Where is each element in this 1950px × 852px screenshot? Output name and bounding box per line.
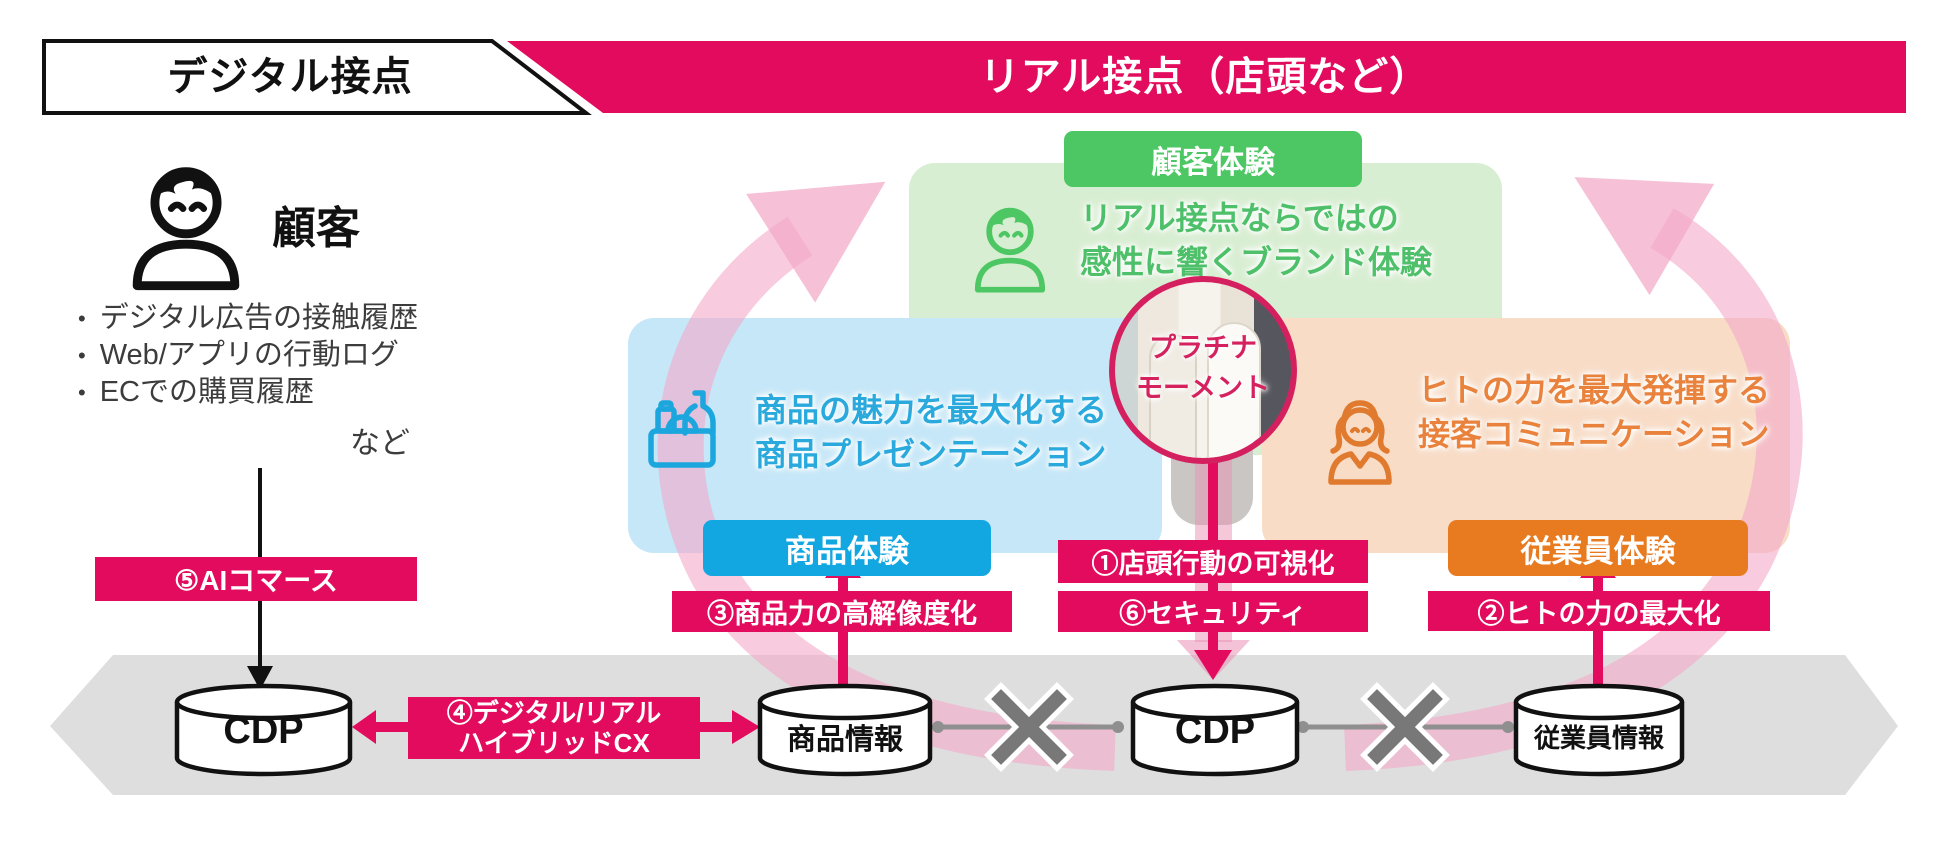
list-item: • ECでの購買履歴 — [78, 374, 498, 411]
digital-touchpoint-title: デジタル接点 — [167, 55, 413, 99]
blocked-link-left — [932, 682, 1124, 772]
product-info-cylinder — [757, 683, 933, 777]
product-experience-label: 商品体験 — [703, 520, 991, 576]
measure-3-product-resolution: ③商品力の高解像度化 — [672, 591, 1012, 632]
employee-experience-panel — [1262, 318, 1790, 553]
real-header-ribbon — [507, 41, 1906, 113]
employee-info-label: 従業員情報 — [1533, 723, 1664, 753]
cycle-arrow-left — [657, 181, 1116, 771]
measure-5-ai-commerce: ⑤AIコマース — [95, 557, 417, 601]
customer-experience-desc: リアル接点ならではの 感性に響くブランド体験 — [1080, 200, 1433, 280]
customer-experience-label: 顧客体験 — [1064, 131, 1362, 187]
cross-icon — [984, 682, 1074, 772]
etc-label: など — [350, 427, 410, 460]
platinum-moment-photo: プラチナ モーメント — [1109, 276, 1297, 464]
list-item: • デジタル広告の接触履歴 — [78, 300, 498, 337]
products-icon — [648, 390, 716, 468]
cdp-center-label: CDP — [1174, 710, 1256, 752]
cross-icon — [1360, 682, 1450, 772]
photo-figure — [1149, 334, 1197, 458]
product-info-label: 商品情報 — [786, 724, 903, 756]
employee-experience-desc: ヒトの力を最大発揮する 接客コミュニケーション — [1418, 372, 1771, 452]
real-touchpoint-title: リアル接点（店頭など） — [979, 55, 1431, 99]
list-item: • Web/アプリの行動ログ — [78, 337, 498, 374]
measure-6-security: ⑥セキュリティ — [1058, 591, 1368, 632]
bullet-icon: • — [78, 380, 86, 405]
digital-header-ribbon — [42, 39, 592, 115]
photo-figure — [1207, 322, 1261, 458]
cdp-left-cylinder — [174, 683, 353, 777]
customer-person-icon — [974, 207, 1046, 293]
measure-1-store-behavior: ①店頭行動の可視化 — [1058, 540, 1368, 583]
cdp-center-cylinder — [1130, 683, 1300, 777]
customer-title: 顧客 — [272, 204, 360, 253]
bullet-icon: • — [78, 343, 86, 368]
cdp-left-label: CDP — [223, 710, 304, 752]
hybrid-cx-arrows — [352, 710, 760, 744]
measure-2-people-power: ②ヒトの力の最大化 — [1428, 591, 1770, 631]
blocked-link-right — [1297, 682, 1514, 772]
employee-experience-label: 従業員体験 — [1448, 520, 1748, 576]
customer-data-list: • デジタル広告の接触履歴 • Web/アプリの行動ログ • ECでの購買履歴 — [78, 300, 498, 411]
measure-4-hybrid-cx: ④デジタル/リアル ハイブリッドCX — [408, 697, 700, 759]
employee-info-cylinder — [1513, 683, 1685, 777]
bullet-icon: • — [78, 306, 86, 331]
customer-icon — [132, 167, 240, 291]
staff-person-icon — [1328, 400, 1392, 485]
platinum-moment-label: プラチナ モーメント — [1136, 333, 1270, 403]
product-experience-desc: 商品の魅力を最大化する 商品プレゼンテーション — [755, 392, 1108, 472]
